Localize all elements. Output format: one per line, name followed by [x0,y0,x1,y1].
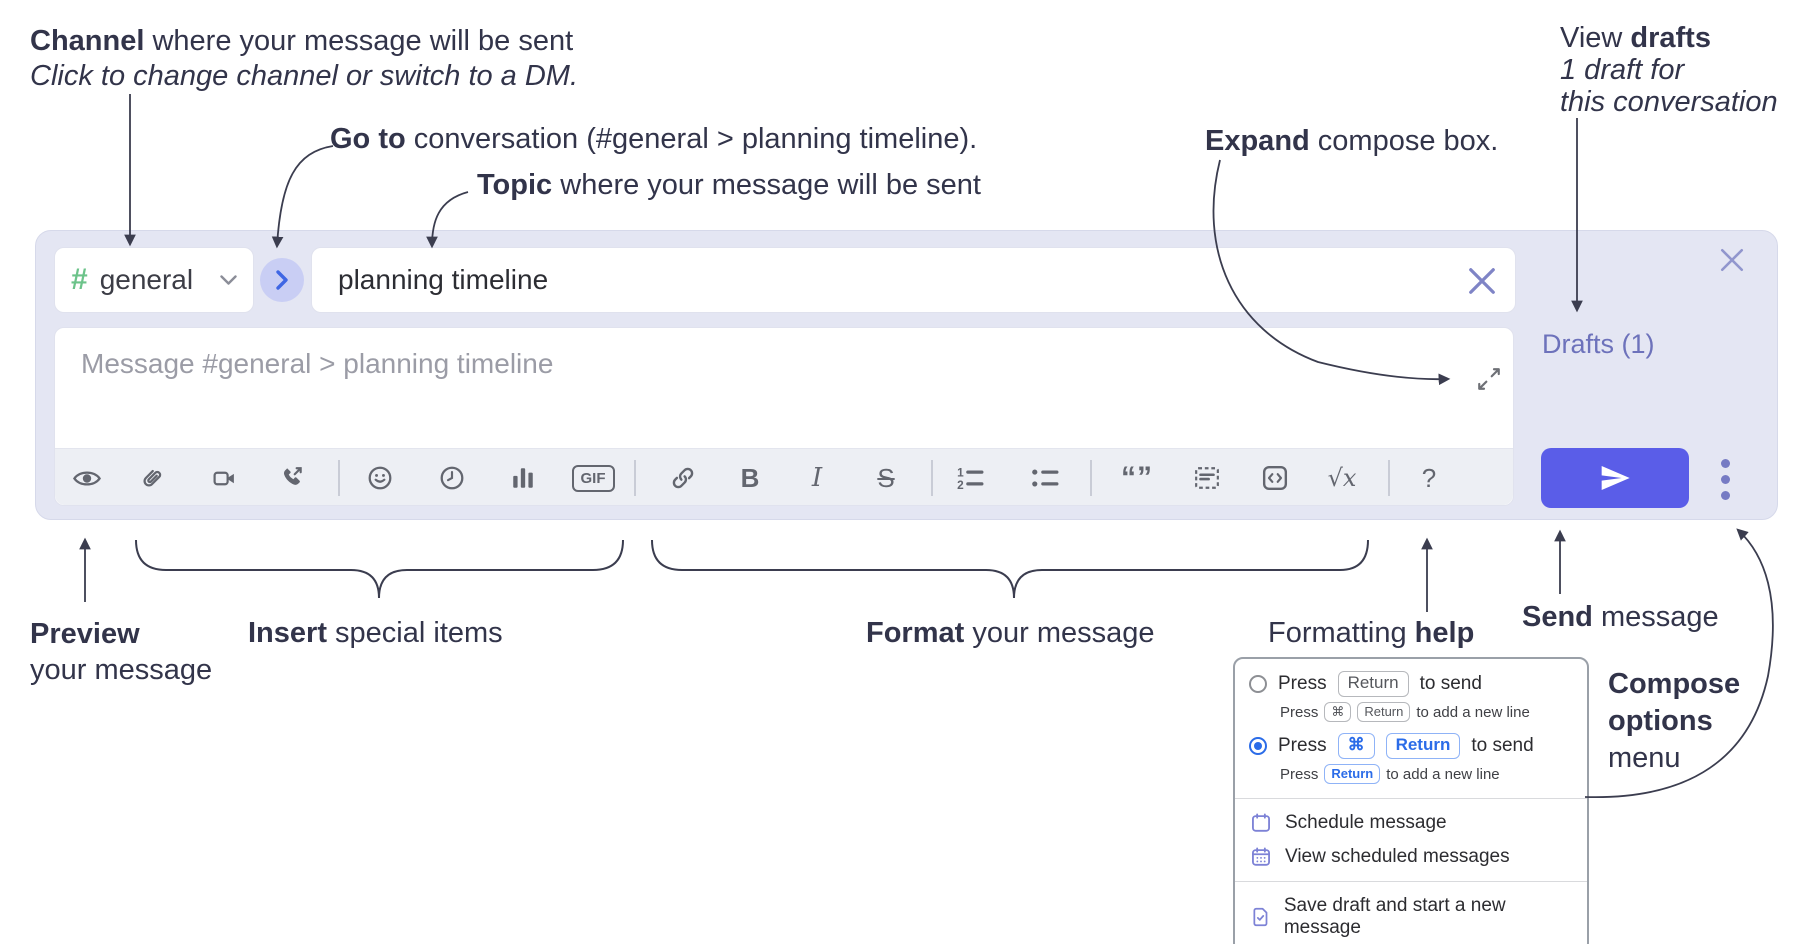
menu-divider [1235,798,1587,799]
quote-icon[interactable]: “” [1121,461,1153,494]
annotation-expand: Expand compose box. [1205,125,1499,157]
toolbar-divider [1090,460,1092,496]
go-to-conversation-button[interactable] [260,258,304,302]
topic-input-wrapper [311,247,1516,313]
expand-compose-icon[interactable] [1476,366,1502,392]
return-keycap: Return [1324,764,1381,784]
send-button[interactable] [1541,448,1689,508]
menu-divider [1235,881,1587,882]
calendar-icon [1252,813,1270,832]
annotation-channel-rest: where your message will be sent [144,25,574,57]
message-input-placeholder[interactable]: Message #general > planning timeline [81,348,554,379]
toolbar-divider [634,460,636,496]
annotation-topic: Topic where your message will be sent [477,169,981,201]
svg-text:2: 2 [957,478,964,490]
radio-unselected-icon[interactable] [1249,675,1267,693]
option-enter-sends[interactable]: Press Return to send [1235,667,1587,701]
clear-topic-icon[interactable] [1467,266,1497,296]
compose-options-menu: Press Return to send Press ⌘ Return to a… [1233,657,1589,944]
option-cmd-enter-sends-subtext: Press Return to add a new line [1280,764,1500,784]
brace-insert [135,539,624,599]
annotation-compose-options: Compose options menu [1608,668,1741,774]
return-keycap: Return [1337,671,1409,697]
return-keycap: Return [1385,733,1461,759]
annotation-channel: Channel where your message will be sent … [30,24,578,94]
annotation-formatting-help: Formatting help [1268,617,1475,649]
send-plane-icon [1601,466,1630,490]
annotation-format: Format your message [866,617,1155,649]
strikethrough-icon[interactable]: S [877,462,895,493]
draft-check-icon [1253,907,1268,927]
annotation-view-drafts: View drafts 1 draft for this conversatio… [1560,22,1778,118]
chevron-right-icon [276,270,288,290]
compose-options-kebab-icon[interactable] [1712,451,1738,507]
menu-item-view-scheduled-messages[interactable]: View scheduled messages [1235,840,1587,874]
schedule-time-icon[interactable] [430,458,474,498]
spoiler-icon[interactable] [1185,458,1229,498]
math-icon[interactable]: √x [1327,464,1357,492]
poll-icon[interactable] [501,458,545,498]
preview-eye-icon[interactable] [65,458,109,498]
chevron-down-icon [220,274,237,285]
bold-icon[interactable]: B [740,462,760,493]
radio-selected-icon[interactable] [1249,737,1267,755]
link-icon[interactable] [661,458,705,498]
calendar-grid-icon [1252,847,1270,866]
message-formatting-help-icon[interactable]: ? [1421,462,1437,493]
topic-input[interactable] [312,248,1515,312]
attach-file-icon[interactable] [130,458,174,498]
emoji-icon[interactable] [358,458,402,498]
option-enter-sends-subtext: Press ⌘ Return to add a new line [1280,702,1530,722]
code-icon[interactable] [1253,458,1297,498]
toolbar-divider [338,460,340,496]
gif-icon[interactable]: GIF [567,458,619,498]
annotation-preview: Preview your message [30,618,213,686]
annotation-channel-sub: Click to change channel or switch to a D… [30,60,579,92]
channel-name: general [99,264,194,295]
annotation-channel-bold: Channel [30,25,145,57]
italic-icon[interactable]: I [811,463,823,493]
toolbar-divider [1388,460,1390,496]
annotation-send: Send message [1522,601,1719,633]
return-keycap: Return [1357,702,1411,722]
compose-box: # general Message #general > planning ti… [35,230,1778,520]
channel-selector[interactable]: # general [54,247,254,313]
menu-item-schedule-message[interactable]: Schedule message [1235,806,1587,840]
bulleted-list-icon[interactable] [1023,458,1067,498]
svg-text:1: 1 [957,466,964,479]
toolbar-divider [931,460,933,496]
video-call-icon[interactable] [202,458,246,498]
message-compose-area[interactable]: Message #general > planning timeline [54,327,1514,506]
annotation-insert: Insert special items [248,617,503,649]
brace-format [651,539,1369,599]
option-cmd-enter-sends[interactable]: Press ⌘ Return to send [1235,729,1587,763]
voice-call-icon[interactable] [270,458,314,498]
cmd-keycap: ⌘ [1324,702,1352,722]
drafts-link[interactable]: Drafts (1) [1542,329,1655,359]
close-compose-icon[interactable] [1719,247,1745,273]
channel-hash-icon: # [71,263,88,296]
annotation-goto: Go to conversation (#general > planning … [330,123,978,155]
cmd-keycap: ⌘ [1337,733,1375,759]
menu-item-save-draft-new-message[interactable]: Save draft and start a new message [1235,889,1587,944]
